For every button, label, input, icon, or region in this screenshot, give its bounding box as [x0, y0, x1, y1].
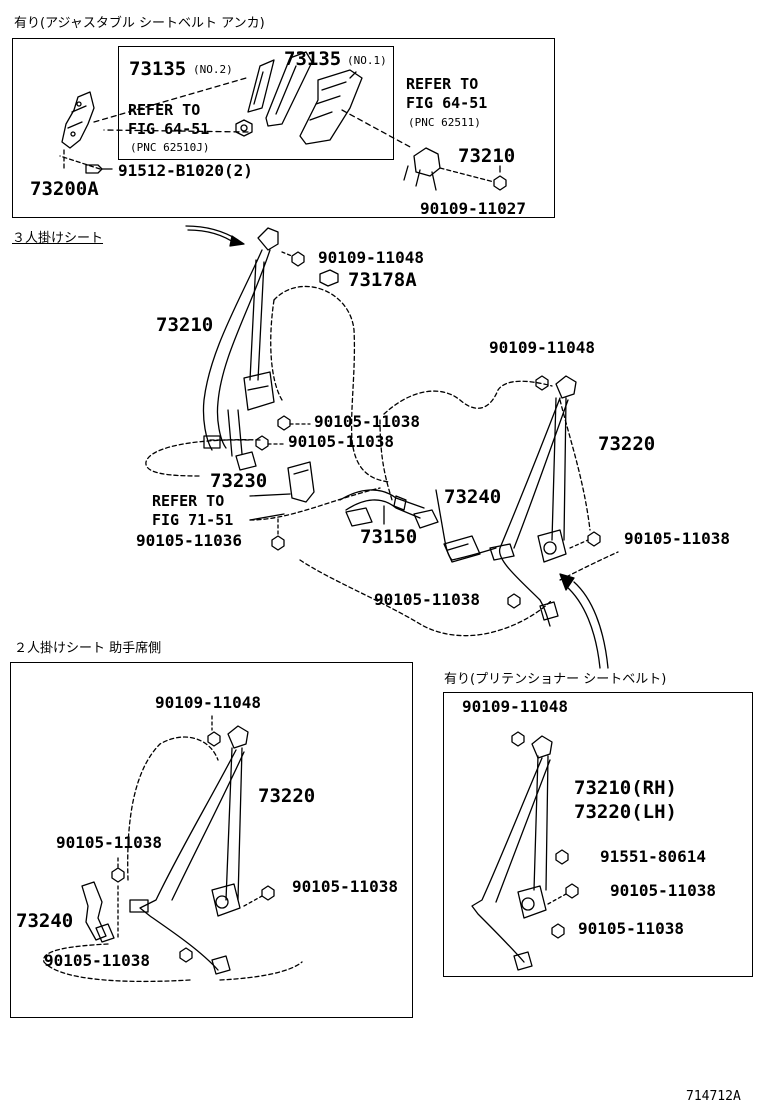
buckle-73240: [435, 489, 497, 563]
fig-label-c: FIG 71-51: [152, 511, 234, 529]
bolt-91551-80614: [555, 849, 569, 865]
part-90105-11038-e: 90105-11038: [292, 877, 398, 896]
part-73135-no1: 73135: [284, 48, 342, 70]
bolt-90105-11038-b: [255, 435, 269, 451]
three-seat-caption: ３人掛けシート: [12, 231, 104, 246]
part-90109-11048-d: 90109-11048: [462, 697, 568, 716]
part-73230: 73230: [210, 470, 268, 492]
buckle-73240-two: [81, 881, 115, 943]
bolt-90105-11038-d: [507, 593, 521, 609]
figure-id: 714712A: [686, 1089, 741, 1104]
bolt-90109-11048-c: [207, 731, 221, 747]
adjustable-anchor-box: [12, 38, 555, 218]
bolt-90109-11048-d: [511, 731, 525, 747]
part-73220-two: 73220: [258, 785, 316, 807]
fig-label-a: FIG 64-51: [128, 120, 210, 138]
part-90109-11048-a: 90109-11048: [318, 248, 424, 267]
part-90109-11048-b: 90109-11048: [489, 338, 595, 357]
bolt-90105-11038-f: [111, 867, 125, 883]
part-73135-no2: 73135: [129, 58, 187, 80]
bolt-90109-11048-b: [535, 375, 549, 391]
refer-label-c: REFER TO: [152, 492, 225, 510]
clip-73178a: [319, 269, 339, 287]
bolt-90109-11027: [493, 165, 507, 191]
part-73200a: 73200A: [30, 178, 99, 200]
bolt-90105-11038-a: [277, 415, 291, 431]
part-73135-no1-note: (NO.1): [347, 54, 387, 67]
pretensioner-caption: 有り(プリテンショナー シートベルト): [444, 672, 667, 687]
part-90105-11036: 90105-11036: [136, 531, 242, 550]
part-90109-11048-c: 90109-11048: [155, 693, 261, 712]
part-90105-11038-b: 90105-11038: [288, 432, 394, 451]
part-90109-11027: 90109-11027: [420, 199, 526, 218]
refer-label-a: REFER TO: [128, 101, 201, 119]
clip-bolt: [235, 119, 253, 137]
part-90105-11038-a: 90105-11038: [314, 412, 420, 431]
bolt-90105-11038-c: [587, 531, 601, 547]
bolt-91512: [85, 164, 113, 174]
anchor-bracket-73200a: [61, 91, 95, 149]
seat-outline-two: [43, 736, 303, 983]
part-73210-rh: 73210(RH): [574, 777, 677, 799]
two-seat-box: [10, 662, 413, 1018]
pnc-label-a: (PNC 62510J): [130, 141, 210, 154]
refer-label-b: REFER TO: [406, 75, 479, 93]
bolt-90105-11036: [271, 535, 285, 551]
part-90105-11038-c: 90105-11038: [624, 529, 730, 548]
part-73135-no2-note: (NO.2): [193, 63, 233, 76]
part-91551-80614: 91551-80614: [600, 847, 706, 866]
part-90105-11038-d: 90105-11038: [374, 590, 480, 609]
part-73178a: 73178A: [348, 269, 417, 291]
part-90105-11038-i: 90105-11038: [578, 919, 684, 938]
part-73210-top: 73210: [458, 145, 516, 167]
bolt-90105-11038-i: [551, 923, 565, 939]
part-73210-main: 73210: [156, 314, 214, 336]
cover-73135-no2: [247, 59, 275, 113]
cover-73135-no1: [265, 51, 313, 127]
adjustable-anchor-inner-box: [118, 46, 394, 160]
buckle-73230: [287, 461, 315, 503]
belt-73210: [202, 227, 279, 471]
pnc-label-b: (PNC 62511): [408, 116, 481, 129]
part-90105-11038-h: 90105-11038: [610, 881, 716, 900]
fig-label-b: FIG 64-51: [406, 94, 488, 112]
part-73220-lh: 73220(LH): [574, 801, 677, 823]
cover-bracket: [299, 69, 363, 145]
belt-pretensioner: [471, 735, 553, 971]
part-73220-main: 73220: [598, 433, 656, 455]
belt-73150: [339, 489, 439, 529]
part-73240-two: 73240: [16, 910, 74, 932]
part-90105-11038-g: 90105-11038: [44, 951, 150, 970]
part-91512-b1020: 91512-B1020(2): [118, 161, 253, 180]
two-seat-caption: ２人掛けシート 助手席側: [14, 641, 162, 656]
part-90105-11038-f: 90105-11038: [56, 833, 162, 852]
adjustable-anchor-caption: 有り(アジャスタブル シートベルト アンカ): [14, 16, 265, 31]
belt-73220-two: [129, 725, 249, 975]
part-73240-main: 73240: [444, 486, 502, 508]
belt-73220: [489, 375, 577, 627]
pretensioner-box: [443, 692, 753, 977]
part-73150: 73150: [360, 526, 418, 548]
bolt-90105-11038-g: [179, 947, 193, 963]
seat-outline-left: [145, 285, 391, 483]
bolt-90109-11048-a: [291, 251, 305, 267]
